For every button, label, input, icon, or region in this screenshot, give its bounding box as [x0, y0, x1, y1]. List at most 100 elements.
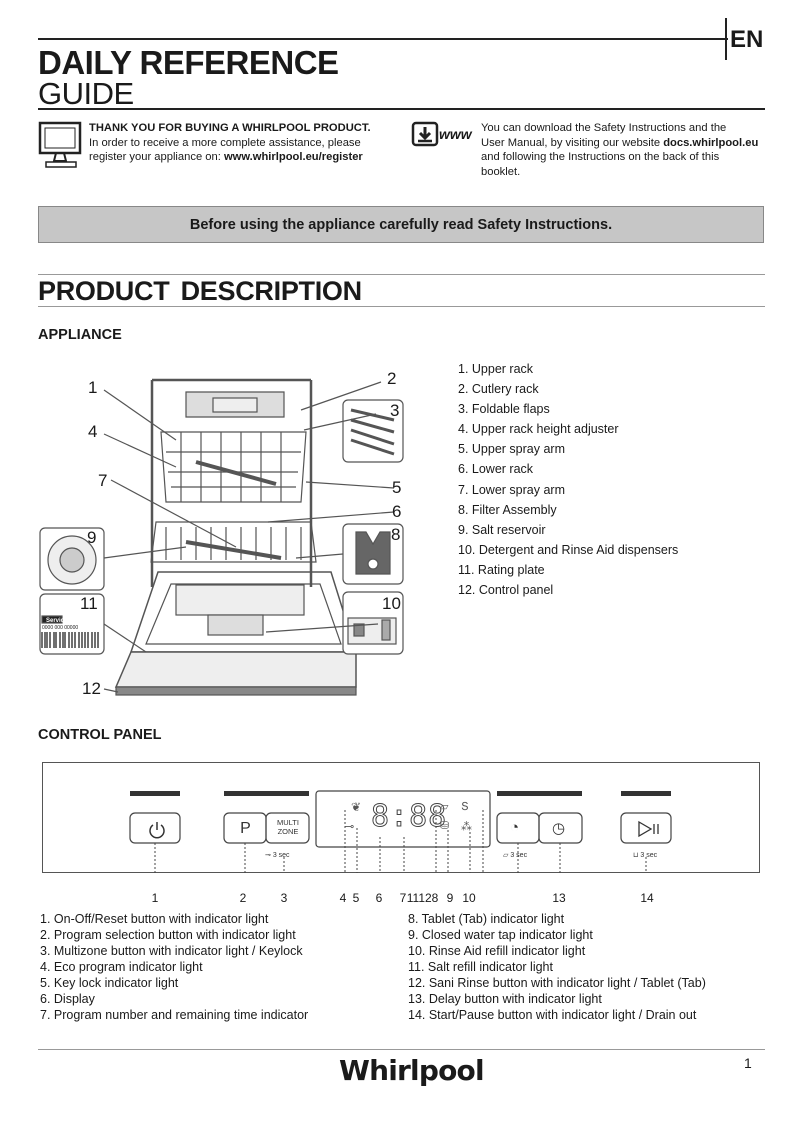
salt-icon: Տ [461, 801, 469, 813]
diagram-label-5: 5 [392, 478, 402, 497]
list-item: 3. Foldable flaps [458, 402, 550, 417]
page-title-line2: GUIDE [38, 76, 134, 111]
list-item: 4. Upper rack height adjuster [458, 422, 619, 437]
tablet-hint-text: 3 sec [510, 852, 528, 859]
diagram-label-10: 10 [382, 594, 401, 613]
list-item: 9. Salt reservoir [458, 522, 546, 537]
docs-link[interactable]: docs.whirlpool.eu [663, 136, 759, 149]
control-legend-left: 1. On-Off/Reset button with indicator li… [40, 911, 308, 1023]
download-text: You can download the Safety Instructions… [481, 121, 771, 179]
list-item: 1. On-Off/Reset button with indicator li… [40, 912, 269, 926]
list-item: 7. Program number and remaining time ind… [40, 1008, 309, 1022]
panel-number-13: 13 [552, 891, 566, 905]
diagram-label-12: 12 [82, 679, 101, 698]
list-item: 8. Tablet (Tab) indicator light [408, 912, 565, 926]
tablet-hint: ▱ 3 sec [503, 851, 527, 859]
multizone-label-line1: MULTI [277, 818, 299, 827]
title-rule [38, 108, 765, 110]
eco-leaf-icon: ❦ [351, 800, 362, 814]
download-line3: and following the Instructions on the ba… [481, 151, 720, 163]
multizone-button[interactable]: MULTI ZONE [266, 818, 310, 836]
thank-you-heading: THANK YOU FOR BUYING A WHIRLPOOL PRODUCT… [89, 122, 371, 134]
list-item: 9. Closed water tap indicator light [408, 928, 593, 942]
diagram-label-4: 4 [88, 422, 98, 441]
language-code: EN [730, 26, 764, 53]
panel-number-5: 5 [352, 891, 360, 905]
panel-number-2: 2 [239, 891, 247, 905]
panel-number-10: 10 [462, 891, 476, 905]
list-item: 5. Upper spray arm [458, 442, 565, 457]
list-item: 3. Multizone button with indicator light… [40, 944, 303, 958]
rinse-aid-icon: ⁂ [461, 821, 472, 833]
delay-icon: ◷ [552, 820, 566, 837]
sani-rinse-icon: ◔ [510, 819, 520, 836]
list-item: 12. Sani Rinse button with indicator lig… [408, 976, 706, 990]
rating-plate-label: Service: [46, 618, 69, 624]
thank-you-line2: In order to receive a more complete assi… [89, 136, 361, 149]
list-item: 14. Start/Pause button with indicator li… [408, 1008, 697, 1022]
panel-number-9: 9 [446, 891, 454, 905]
list-item: 6. Lower rack [458, 462, 534, 477]
panel-number-4: 4 [339, 891, 347, 905]
control-legend-right: 8. Tablet (Tab) indicator light 9. Close… [408, 911, 706, 1023]
page-title-line1: DAILY REFERENCE [38, 44, 339, 81]
drain-hint-text: 3 sec [640, 852, 658, 859]
diagram-label-7: 7 [98, 471, 108, 490]
list-item: 11. Salt refill indicator light [408, 960, 553, 974]
list-item: 10. Rinse Aid refill indicator light [408, 944, 586, 958]
list-item: 13. Delay button with indicator light [408, 992, 602, 1006]
list-item: 8. Filter Assembly [458, 502, 557, 517]
keylock-hint: ⊸ 3 sec [265, 851, 290, 859]
display-digits: 8:88 [370, 799, 448, 835]
download-www-icon: www [411, 121, 477, 151]
drain-hint: ⊔ 3 sec [633, 851, 657, 859]
list-item: 5. Key lock indicator light [40, 976, 179, 990]
panel-number-11: 11 [406, 891, 420, 905]
diagram-label-2: 2 [387, 369, 397, 388]
page-number: 1 [744, 1055, 752, 1071]
program-selection-button[interactable]: P [240, 819, 251, 837]
list-item: 6. Display [40, 992, 95, 1006]
diagram-label-8: 8 [391, 525, 401, 544]
list-item: 2. Cutlery rack [458, 382, 539, 397]
start-pause-icon [638, 820, 659, 838]
appliance-parts-list: 1. Upper rack 2. Cutlery rack 3. Foldabl… [458, 361, 678, 602]
control-panel-heading: CONTROL PANEL [38, 727, 162, 743]
download-line1: You can download the Safety Instructions… [481, 122, 727, 134]
panel-number-14: 14 [640, 891, 654, 905]
register-link[interactable]: www.whirlpool.eu/register [223, 151, 363, 163]
thank-you-text: THANK YOU FOR BUYING A WHIRLPOOL PRODUCT… [89, 121, 399, 165]
download-line4: booklet. [481, 165, 521, 178]
computer-monitor-icon [38, 121, 82, 168]
panel-leader-lines [154, 810, 647, 873]
panel-number-7: 7 [399, 891, 407, 905]
section-title: PRODUCT DESCRIPTION [38, 276, 362, 306]
list-item: 7. Lower spray arm [458, 482, 565, 497]
tablet-icon: ▱ [440, 801, 449, 813]
diagram-label-11: 11 [80, 594, 98, 613]
rating-plate-code: 0000 000 00000 [42, 625, 78, 631]
appliance-heading: APPLIANCE [38, 327, 122, 343]
safety-banner: Before using the appliance carefully rea… [38, 206, 764, 243]
appliance-diagram: Service: 0000 000 00000 [39, 378, 404, 696]
diagram-label-9: 9 [87, 528, 97, 547]
key-icon: ⊸ [265, 852, 271, 859]
keylock-hint-text: 3 sec [272, 852, 290, 859]
brand-logo: Whirlpool [339, 1054, 485, 1087]
water-tap-icon: ⛁ [440, 820, 450, 832]
download-line2: User Manual, by visiting our website [481, 136, 664, 149]
top-rule [38, 38, 728, 40]
section-rule-top [38, 274, 765, 275]
panel-number-1: 1 [151, 891, 159, 905]
list-item: 10. Detergent and Rinse Aid dispensers [458, 542, 679, 557]
panel-number-8: 8 [431, 891, 439, 905]
thank-you-line3: register your appliance on: [89, 151, 224, 163]
key-lock-indicator-icon: ⊸ [345, 821, 355, 833]
diagram-label-1: 1 [88, 378, 98, 397]
footer-rule [38, 1049, 765, 1050]
list-item: 4. Eco program indicator light [40, 960, 203, 974]
list-item: 12. Control panel [458, 583, 554, 598]
section-rule-bottom [38, 306, 765, 307]
control-panel: P MULTI ZONE ⊸ 3 sec ❦ ⊸ 8:88 ▱ Տ ⛁ ⁂ ◔ … [42, 762, 760, 873]
tablet-hint-icon: ▱ [503, 852, 509, 859]
